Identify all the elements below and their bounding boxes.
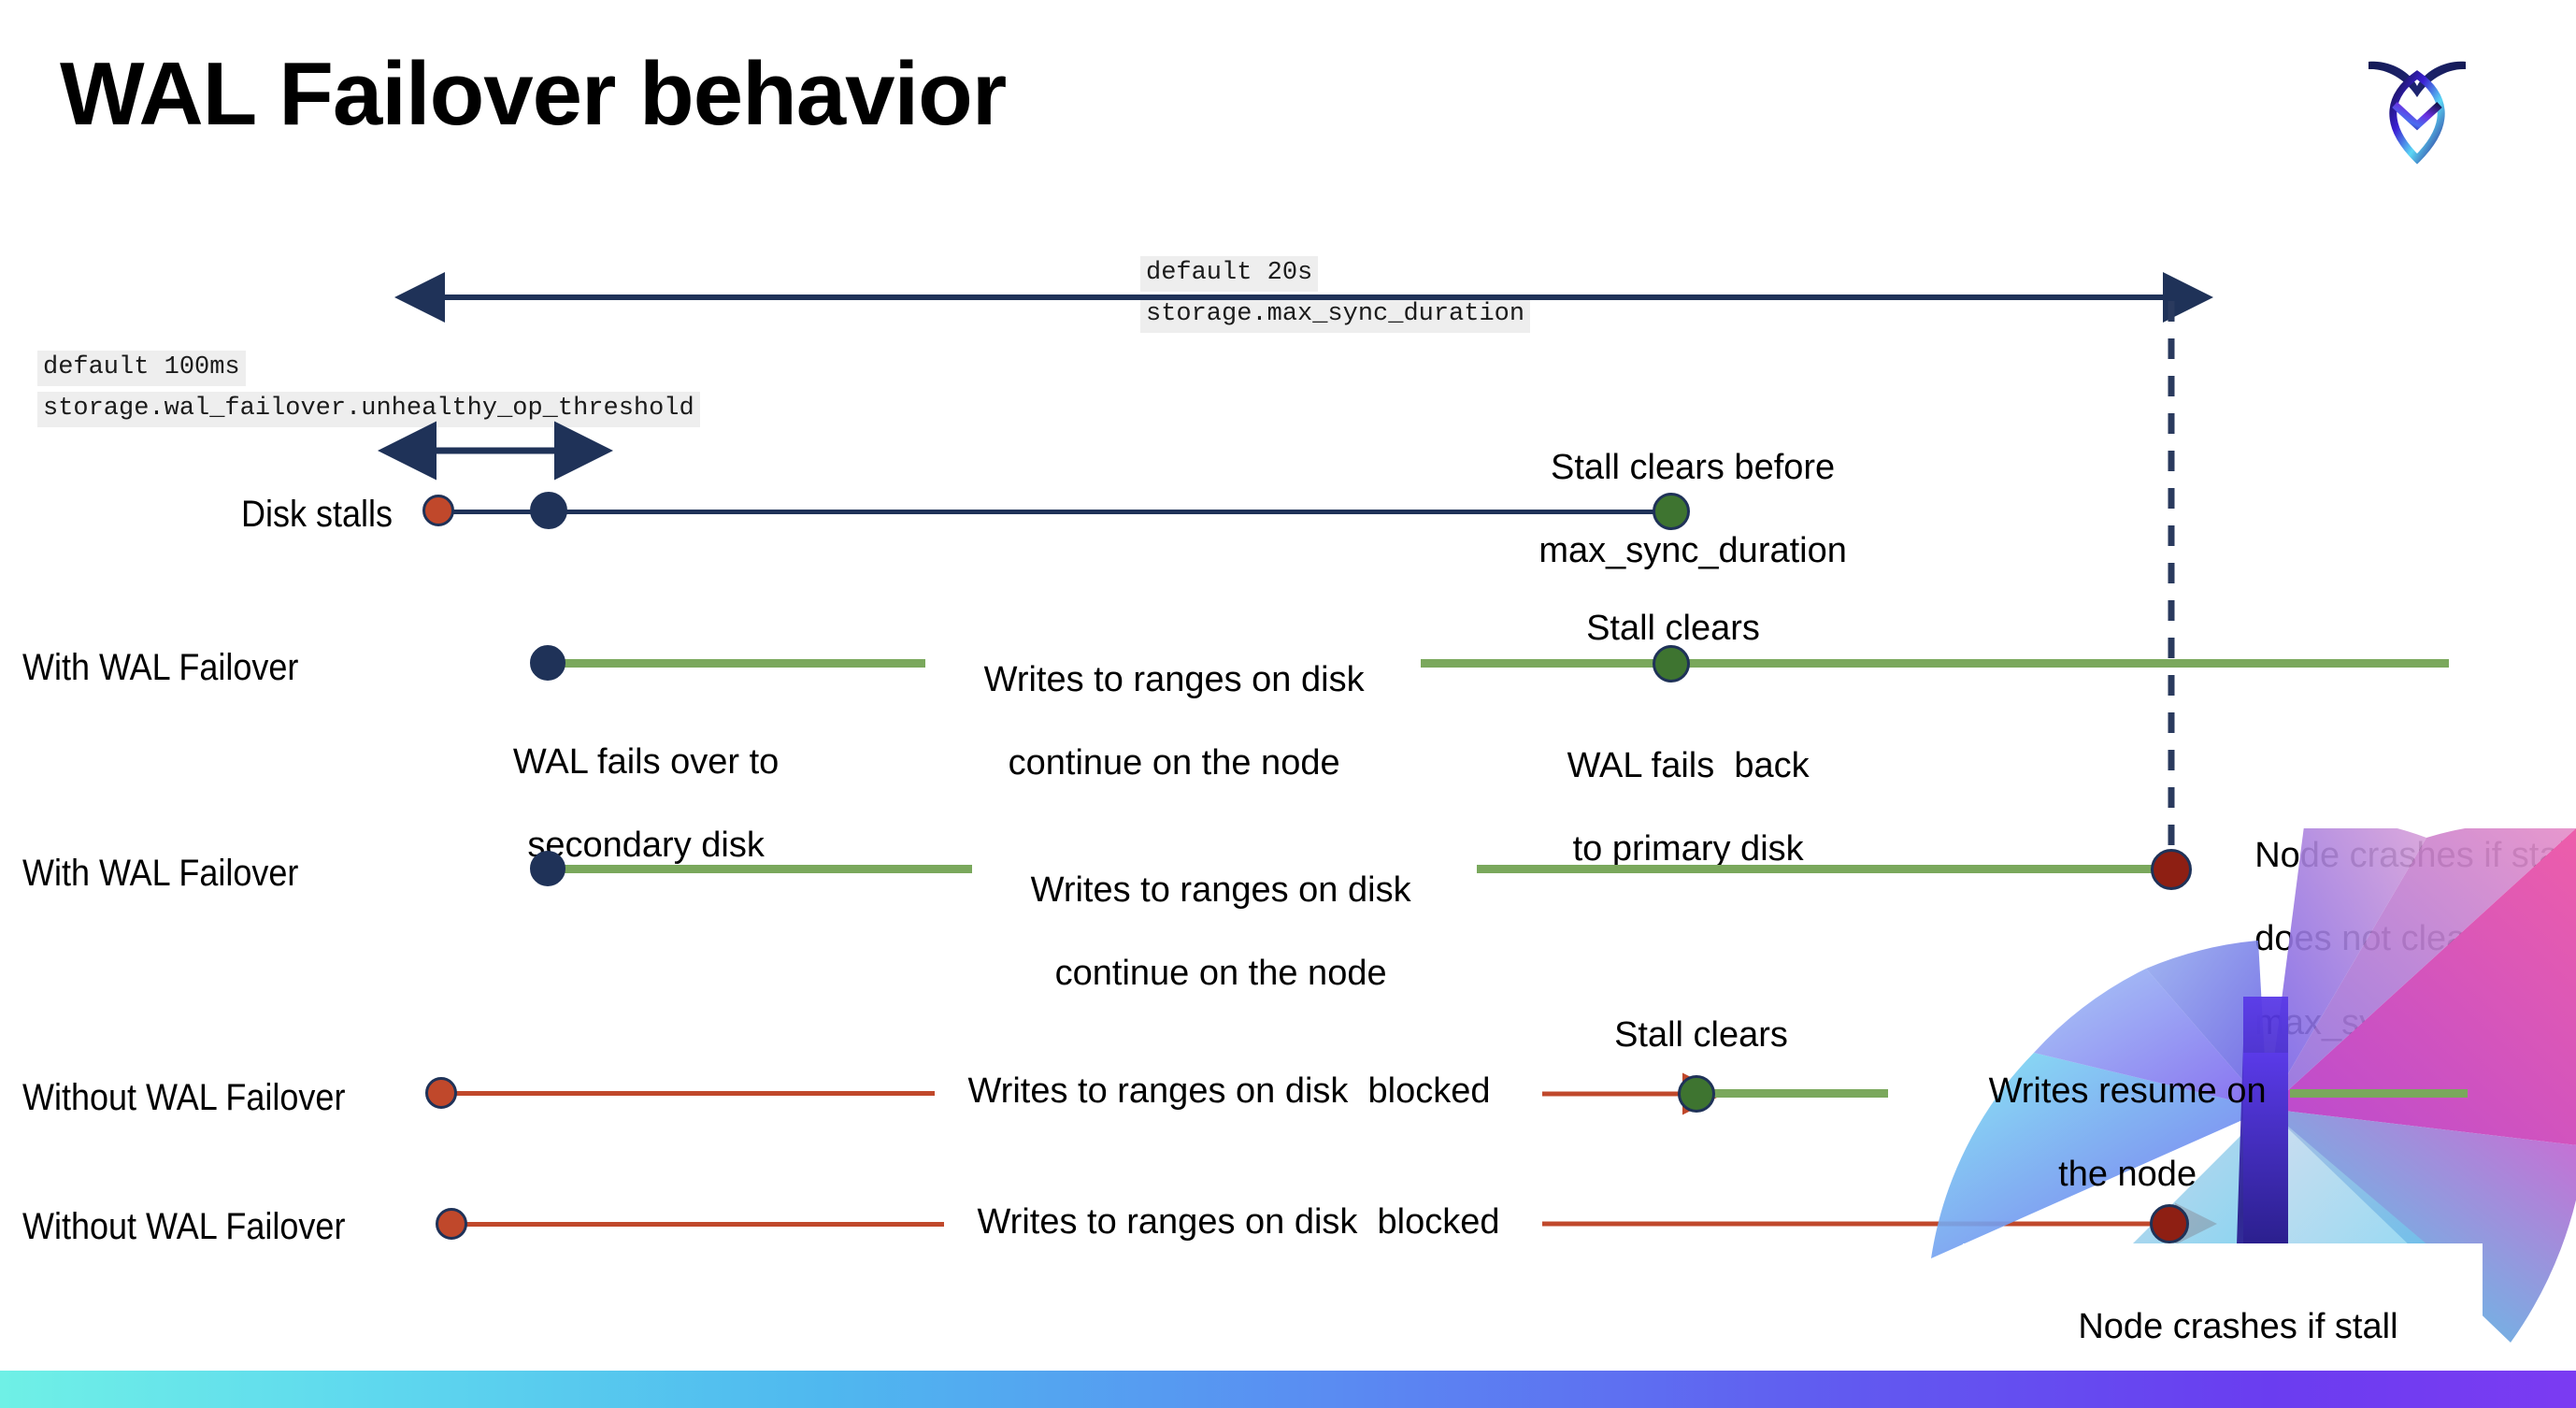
row5-red-segment bbox=[458, 1222, 944, 1227]
note-line-1: Stall clears before bbox=[1551, 447, 1836, 487]
row-label-without-wal-failover-1: Without WAL Failover bbox=[22, 1077, 346, 1118]
note-line-2: the node bbox=[2058, 1155, 2197, 1195]
unhealthy-setting-chip: storage.wal_failover.unhealthy_op_thresh… bbox=[37, 392, 700, 427]
row2-green-segment-b bbox=[1421, 659, 2449, 668]
row3-failover-dot bbox=[530, 851, 565, 886]
disk-stall-cleared-dot bbox=[1653, 493, 1690, 530]
note-writes-blocked-b: Writes to ranges on disk blocked bbox=[977, 1202, 1500, 1242]
disk-stall-detected-dot bbox=[530, 492, 567, 529]
row4-green-segment-b bbox=[2290, 1089, 2468, 1098]
note-line-2: continue on the node bbox=[1054, 954, 1387, 994]
disk-stalls-timeline bbox=[439, 510, 1673, 514]
note-stall-clears-row2: Stall clears bbox=[1586, 609, 1760, 648]
note-line-1: Writes to ranges on disk bbox=[1030, 869, 1411, 910]
note-line-1: WAL fails back bbox=[1567, 745, 1810, 785]
decorative-fan-graphic bbox=[1866, 828, 2576, 1408]
row-label-disk-stalls: Disk stalls bbox=[240, 494, 393, 535]
page-title: WAL Failover behavior bbox=[60, 44, 1007, 144]
note-line-1: WAL fails over to bbox=[512, 741, 780, 782]
note-line-1: Writes to ranges on disk bbox=[983, 659, 1365, 699]
note-line-2: secondary disk bbox=[527, 826, 765, 866]
note-line-1: Writes resume on bbox=[1988, 1070, 2267, 1111]
note-writes-resume: Writes resume on the node bbox=[1921, 1028, 2295, 1238]
row3-green-segment-a bbox=[542, 865, 972, 873]
note-line-2: continue on the node bbox=[1008, 743, 1340, 783]
unhealthy-default-chip: default 100ms bbox=[37, 351, 246, 386]
row2-stall-clears-dot bbox=[1653, 645, 1690, 682]
row-label-without-wal-failover-2: Without WAL Failover bbox=[22, 1206, 346, 1247]
note-wal-fails-over: WAL fails over to secondary disk bbox=[430, 699, 823, 909]
row3-node-crash-dot bbox=[2151, 849, 2192, 890]
disk-stall-start-dot bbox=[422, 495, 454, 526]
note-stall-clears-before: Stall clears before max_sync_duration bbox=[1477, 405, 1869, 614]
note-stall-clears-row4: Stall clears bbox=[1614, 1015, 1788, 1055]
bottom-gradient-bar bbox=[0, 1371, 2576, 1408]
max-sync-default-chip: default 20s bbox=[1140, 256, 1319, 292]
note-writes-blocked-a: Writes to ranges on disk blocked bbox=[967, 1071, 1491, 1111]
note-line-2: to primary disk bbox=[1572, 829, 1804, 869]
row2-failover-dot bbox=[530, 645, 565, 681]
note-line-2: max_sync_duration bbox=[1538, 531, 1847, 571]
row5-stall-start-dot bbox=[436, 1208, 467, 1240]
row-label-with-wal-failover-1: With WAL Failover bbox=[22, 647, 299, 688]
row4-stall-start-dot bbox=[425, 1077, 457, 1109]
row4-green-segment-a bbox=[1701, 1089, 1888, 1098]
row2-green-segment-a bbox=[542, 659, 925, 668]
note-line-1: Node crashes if stall bbox=[2078, 1306, 2398, 1346]
row3-green-segment-b bbox=[1477, 865, 2187, 873]
cockroachdb-logo-icon bbox=[2352, 28, 2483, 168]
max-sync-setting-chip: storage.max_sync_duration bbox=[1140, 297, 1531, 333]
row-label-with-wal-failover-2: With WAL Failover bbox=[22, 853, 299, 894]
row4-stall-clears-dot bbox=[1678, 1075, 1715, 1113]
row4-red-segment bbox=[449, 1091, 935, 1096]
note-writes-continue-a: Writes to ranges on disk continue on the… bbox=[935, 617, 1374, 826]
row5-node-crash-dot bbox=[2150, 1204, 2189, 1243]
note-writes-continue-b: Writes to ranges on disk continue on the… bbox=[981, 827, 1421, 1037]
note-wal-fails-back: WAL fails back to primary disk bbox=[1481, 703, 1855, 912]
